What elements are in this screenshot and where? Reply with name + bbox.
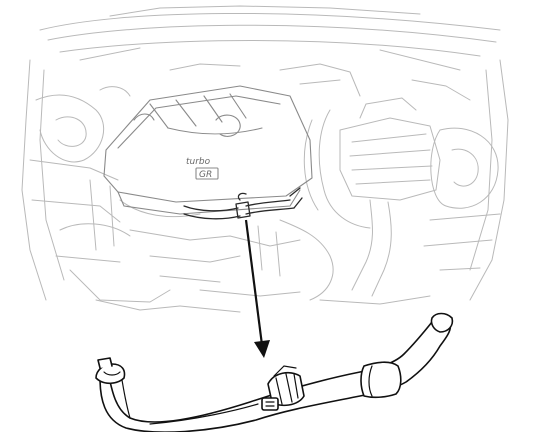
engine-cover: turbo GR: [103, 85, 313, 215]
installed-hose: [183, 187, 303, 220]
hose-part: [95, 312, 454, 432]
engine-bay-outline: [21, 5, 509, 313]
cover-logo-text: turbo: [186, 157, 211, 167]
cover-badge: GR: [195, 167, 219, 180]
cover-badge-text: GR: [199, 170, 212, 180]
callout-arrow: [244, 219, 270, 358]
